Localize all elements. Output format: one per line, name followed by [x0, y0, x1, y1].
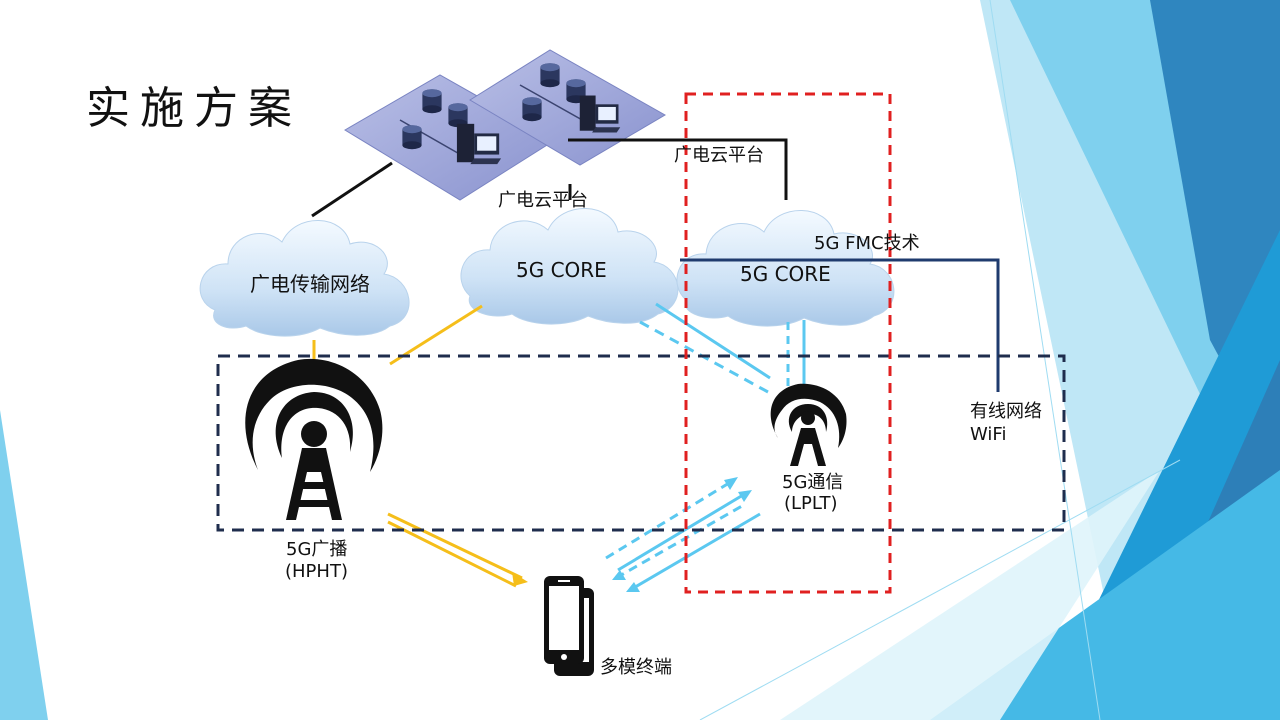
terminal-label: 多模终端: [600, 657, 672, 678]
cloud-icon: [199, 220, 410, 337]
core-right-label: 5G CORE: [740, 262, 831, 286]
page-title: 实施方案: [86, 83, 302, 134]
tower-icon: [245, 358, 383, 520]
comm-tower-sublabel: (LPLT): [784, 493, 838, 514]
broadcast-tower-label: 5G广播: [286, 539, 348, 560]
broadcast-network-label: 广电传输网络: [250, 272, 370, 296]
cloud-platform-label: 广电云平台: [498, 190, 588, 211]
comm-tower-label: 5G通信: [782, 472, 844, 493]
wired-network-label: 有线网络: [970, 401, 1042, 422]
core-left-label: 5G CORE: [516, 258, 607, 282]
tower-icon: [770, 383, 847, 466]
cloud-icon: [460, 208, 679, 325]
phone-icon: [544, 576, 594, 676]
cloud-platform-icon: [344, 49, 667, 201]
cloud-platform-label-right: 广电云平台: [674, 145, 764, 166]
broadcast-tower-sublabel: (HPHT): [285, 561, 348, 582]
fmc-label: 5G FMC技术: [814, 233, 920, 254]
cloud-icon: [676, 210, 895, 327]
wifi-label: WiFi: [970, 424, 1007, 445]
